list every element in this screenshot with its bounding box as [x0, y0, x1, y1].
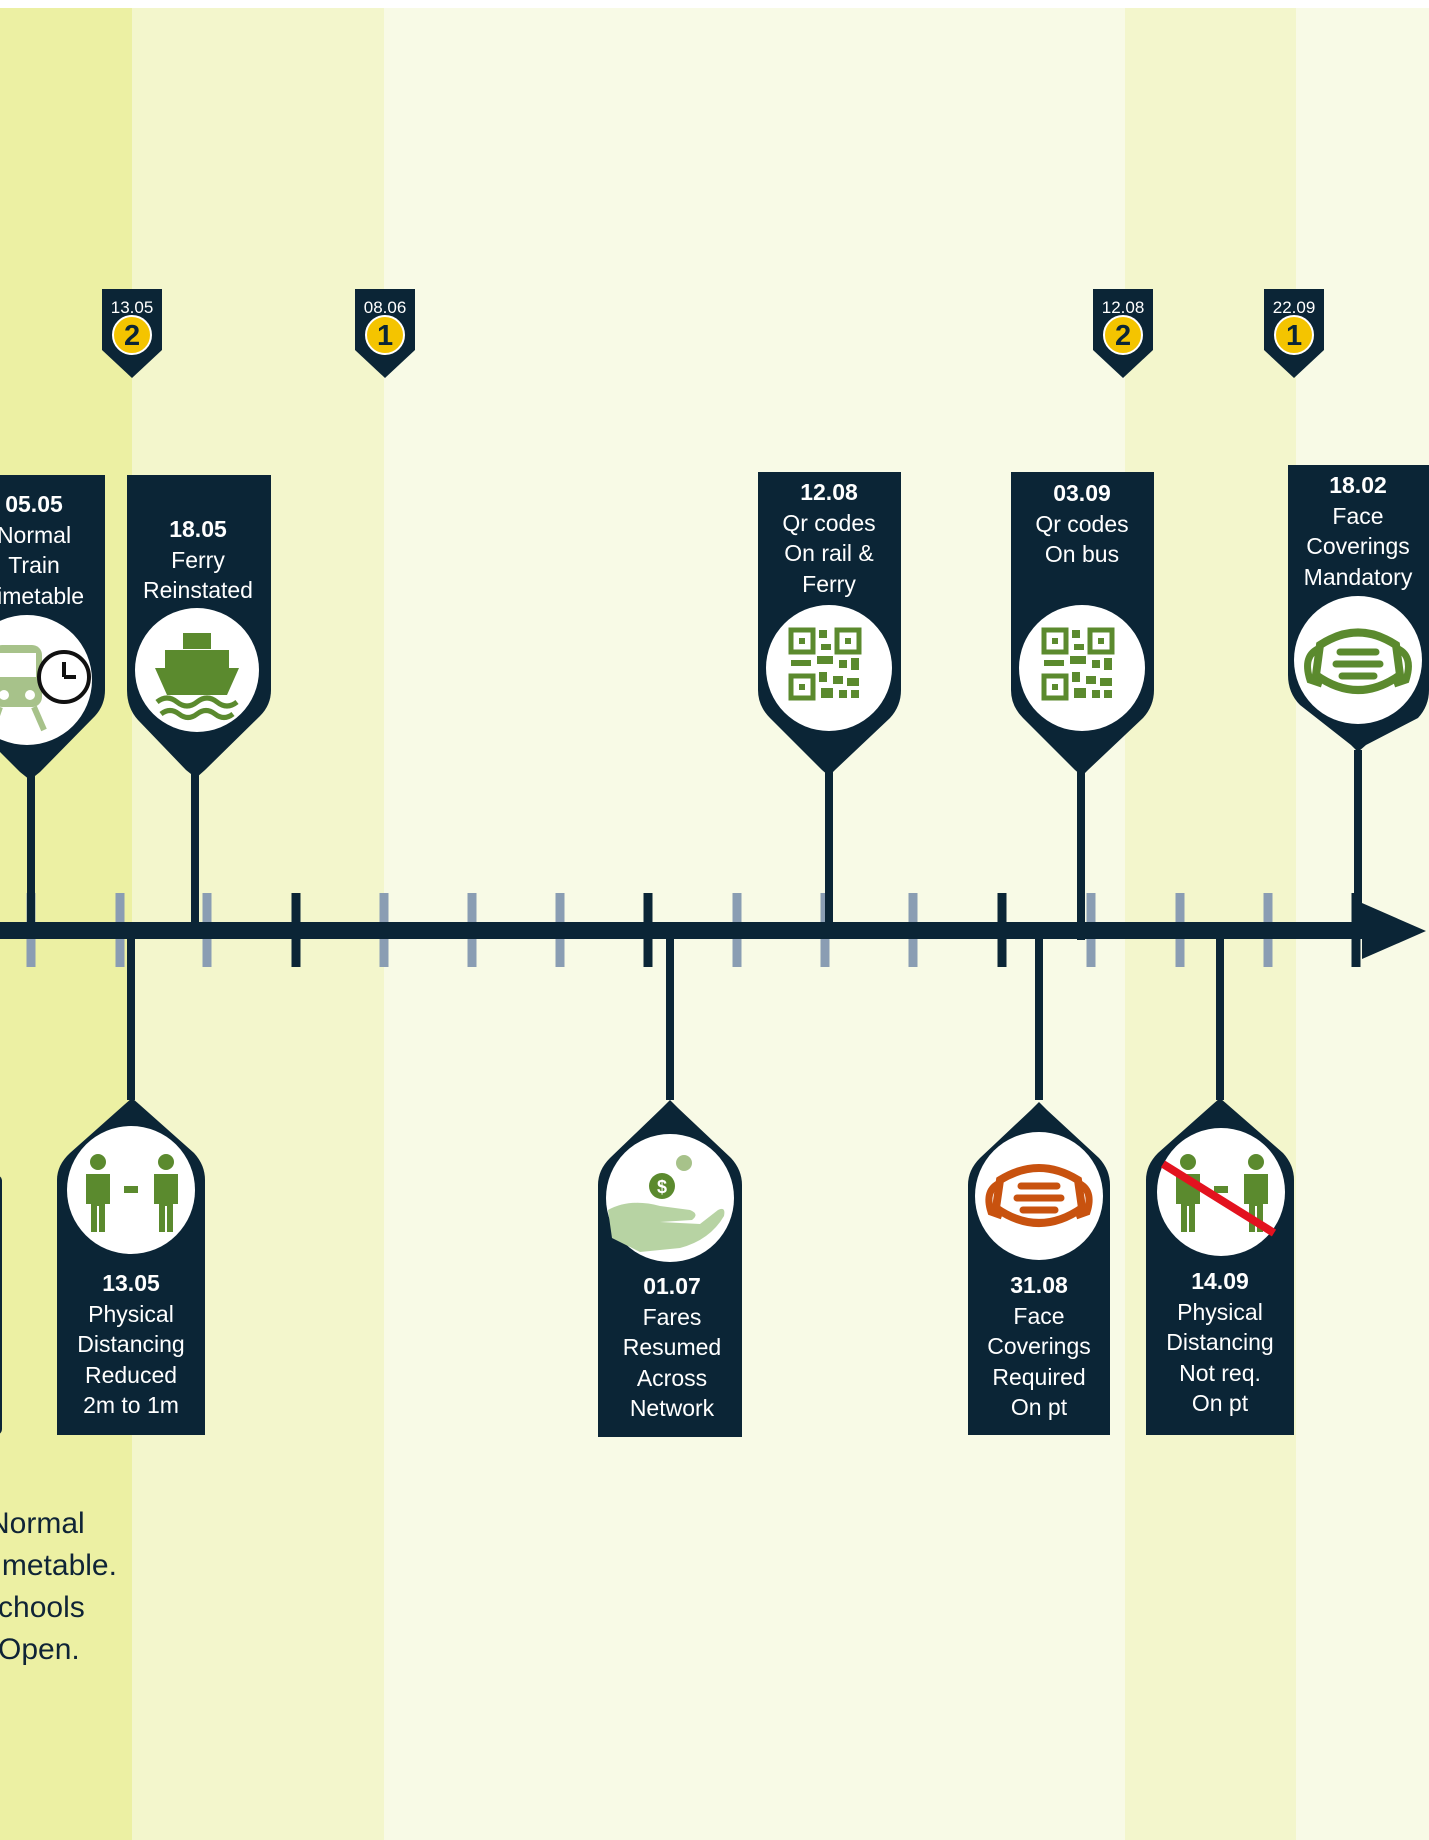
event-date: 05.05	[5, 491, 63, 517]
event-date: 31.08	[1010, 1272, 1068, 1298]
event-callout-below	[57, 1098, 205, 1435]
event-callout-below: $	[598, 1100, 742, 1437]
event-text-line: Reduced	[84, 1361, 178, 1388]
event-callout-below	[968, 1102, 1110, 1435]
svg-text:$: $	[657, 1177, 667, 1197]
event-text-line: Resumed	[622, 1334, 722, 1360]
event-callout-above	[0, 475, 105, 780]
axis-line	[0, 922, 1370, 939]
icon-disc	[1294, 596, 1422, 724]
face-mask-orange-icon	[985, 1164, 1093, 1227]
event-label: 05.05 Normal Train Timetable	[0, 489, 114, 611]
event-text-line: Reinstated	[143, 577, 253, 603]
event-text-line: Timetable	[0, 582, 85, 609]
level-marker-number: 2	[124, 320, 140, 352]
event-text-line: Train	[8, 552, 60, 578]
event-label: 01.07 Fares Resumed Across Network	[592, 1271, 752, 1424]
level-marker: 13.05 2	[102, 289, 162, 378]
event-date: 18.02	[1329, 472, 1387, 498]
event-text-line: Qr codes	[1035, 510, 1129, 537]
level-marker: 08.06 1	[355, 289, 415, 378]
event-label: 31.08 Face Coverings Required On pt	[959, 1270, 1119, 1423]
event-date: 13.05	[102, 1270, 160, 1296]
qr-code-icon	[1041, 627, 1115, 701]
event-text-line: On rail &	[784, 540, 874, 566]
event-text-line: Ferry	[802, 570, 856, 597]
face-mask-icon	[1304, 628, 1412, 694]
event-date: 03.09	[1053, 480, 1111, 506]
event-text-line: Normal	[0, 521, 72, 548]
level-marker: 22.09 1	[1264, 289, 1324, 378]
event-text-line: Required	[992, 1363, 1086, 1390]
event-date: 12.08	[800, 479, 858, 505]
level-marker-date: 12.08	[1102, 298, 1145, 317]
side-note-line: Open.	[0, 1633, 80, 1666]
event-text-line: On pt	[1191, 1390, 1249, 1416]
event-callout-above	[1288, 465, 1429, 752]
event-callout-above	[127, 475, 271, 778]
level-marker-date: 13.05	[111, 298, 154, 317]
event-text-line: Across	[636, 1364, 708, 1391]
timeline-axis	[0, 893, 1426, 967]
side-note-line: Normal	[0, 1507, 85, 1540]
event-text-line: Mandatory	[1303, 563, 1413, 590]
offscreen-callout-edge	[0, 1176, 2, 1434]
distancing-icon	[86, 1154, 178, 1232]
level-marker-number: 1	[1286, 320, 1302, 352]
event-callout-above	[1011, 472, 1154, 776]
event-text-line: 2m to 1m	[83, 1392, 179, 1418]
icon-disc	[1019, 605, 1145, 731]
icon-disc	[766, 605, 892, 731]
fare-hand-icon: $	[608, 1155, 725, 1252]
train-clock-icon	[0, 645, 91, 732]
level-marker-number: 2	[1115, 320, 1131, 352]
event-callout-above	[758, 472, 901, 776]
event-text-line: Network	[629, 1395, 715, 1421]
side-note-line: Schools	[0, 1591, 85, 1624]
event-label: 18.05 Ferry Reinstated	[118, 514, 278, 606]
event-text-line: Distancing	[1166, 1329, 1274, 1355]
event-text-line: Physical	[88, 1300, 174, 1327]
event-text-line: Qr codes	[782, 509, 876, 536]
event-text-line: Face	[1013, 1302, 1065, 1329]
level-marker: 12.08 2	[1093, 289, 1153, 378]
level-marker-date: 22.09	[1273, 298, 1316, 317]
event-text-line: Coverings	[987, 1333, 1091, 1359]
event-text-line: Face	[1332, 502, 1384, 529]
level-marker-number: 1	[377, 320, 393, 352]
event-date: 14.09	[1191, 1268, 1249, 1294]
level-marker-date: 08.06	[364, 298, 407, 317]
side-note: Normal Timetable. Schools Open.	[0, 1503, 117, 1671]
event-label: 03.09 Qr codes On bus	[1002, 478, 1162, 570]
event-date: 18.05	[169, 516, 227, 542]
level-markers: 13.05 2 08.06 1 12.08 2 22.09 1	[102, 289, 1324, 378]
event-label: 12.08 Qr codes On rail & Ferry	[749, 477, 909, 599]
event-label: 14.09 Physical Distancing Not req. On pt	[1140, 1266, 1300, 1419]
side-note-line: Timetable.	[0, 1549, 117, 1582]
event-text-line: Distancing	[77, 1331, 185, 1357]
strike-line	[1160, 1160, 1277, 1237]
ferry-icon	[155, 633, 239, 720]
event-date: 01.07	[643, 1273, 701, 1299]
event-label: 13.05 Physical Distancing Reduced 2m to …	[51, 1268, 211, 1421]
distancing-not-required-icon	[1160, 1154, 1277, 1237]
event-text-line: Ferry	[171, 546, 225, 573]
event-callout-below	[1146, 1098, 1294, 1435]
event-stems	[27, 750, 1362, 1100]
qr-code-icon	[788, 627, 862, 701]
event-text-line: Coverings	[1306, 533, 1410, 559]
event-text-line: Fares	[642, 1303, 702, 1330]
event-text-line: Not req.	[1179, 1359, 1261, 1386]
event-text-line: On bus	[1044, 541, 1120, 567]
event-text-line: Physical	[1177, 1298, 1263, 1325]
event-label: 18.02 Face Coverings Mandatory	[1278, 470, 1429, 592]
event-text-line: On pt	[1010, 1394, 1068, 1420]
axis-arrowhead	[1362, 903, 1426, 959]
